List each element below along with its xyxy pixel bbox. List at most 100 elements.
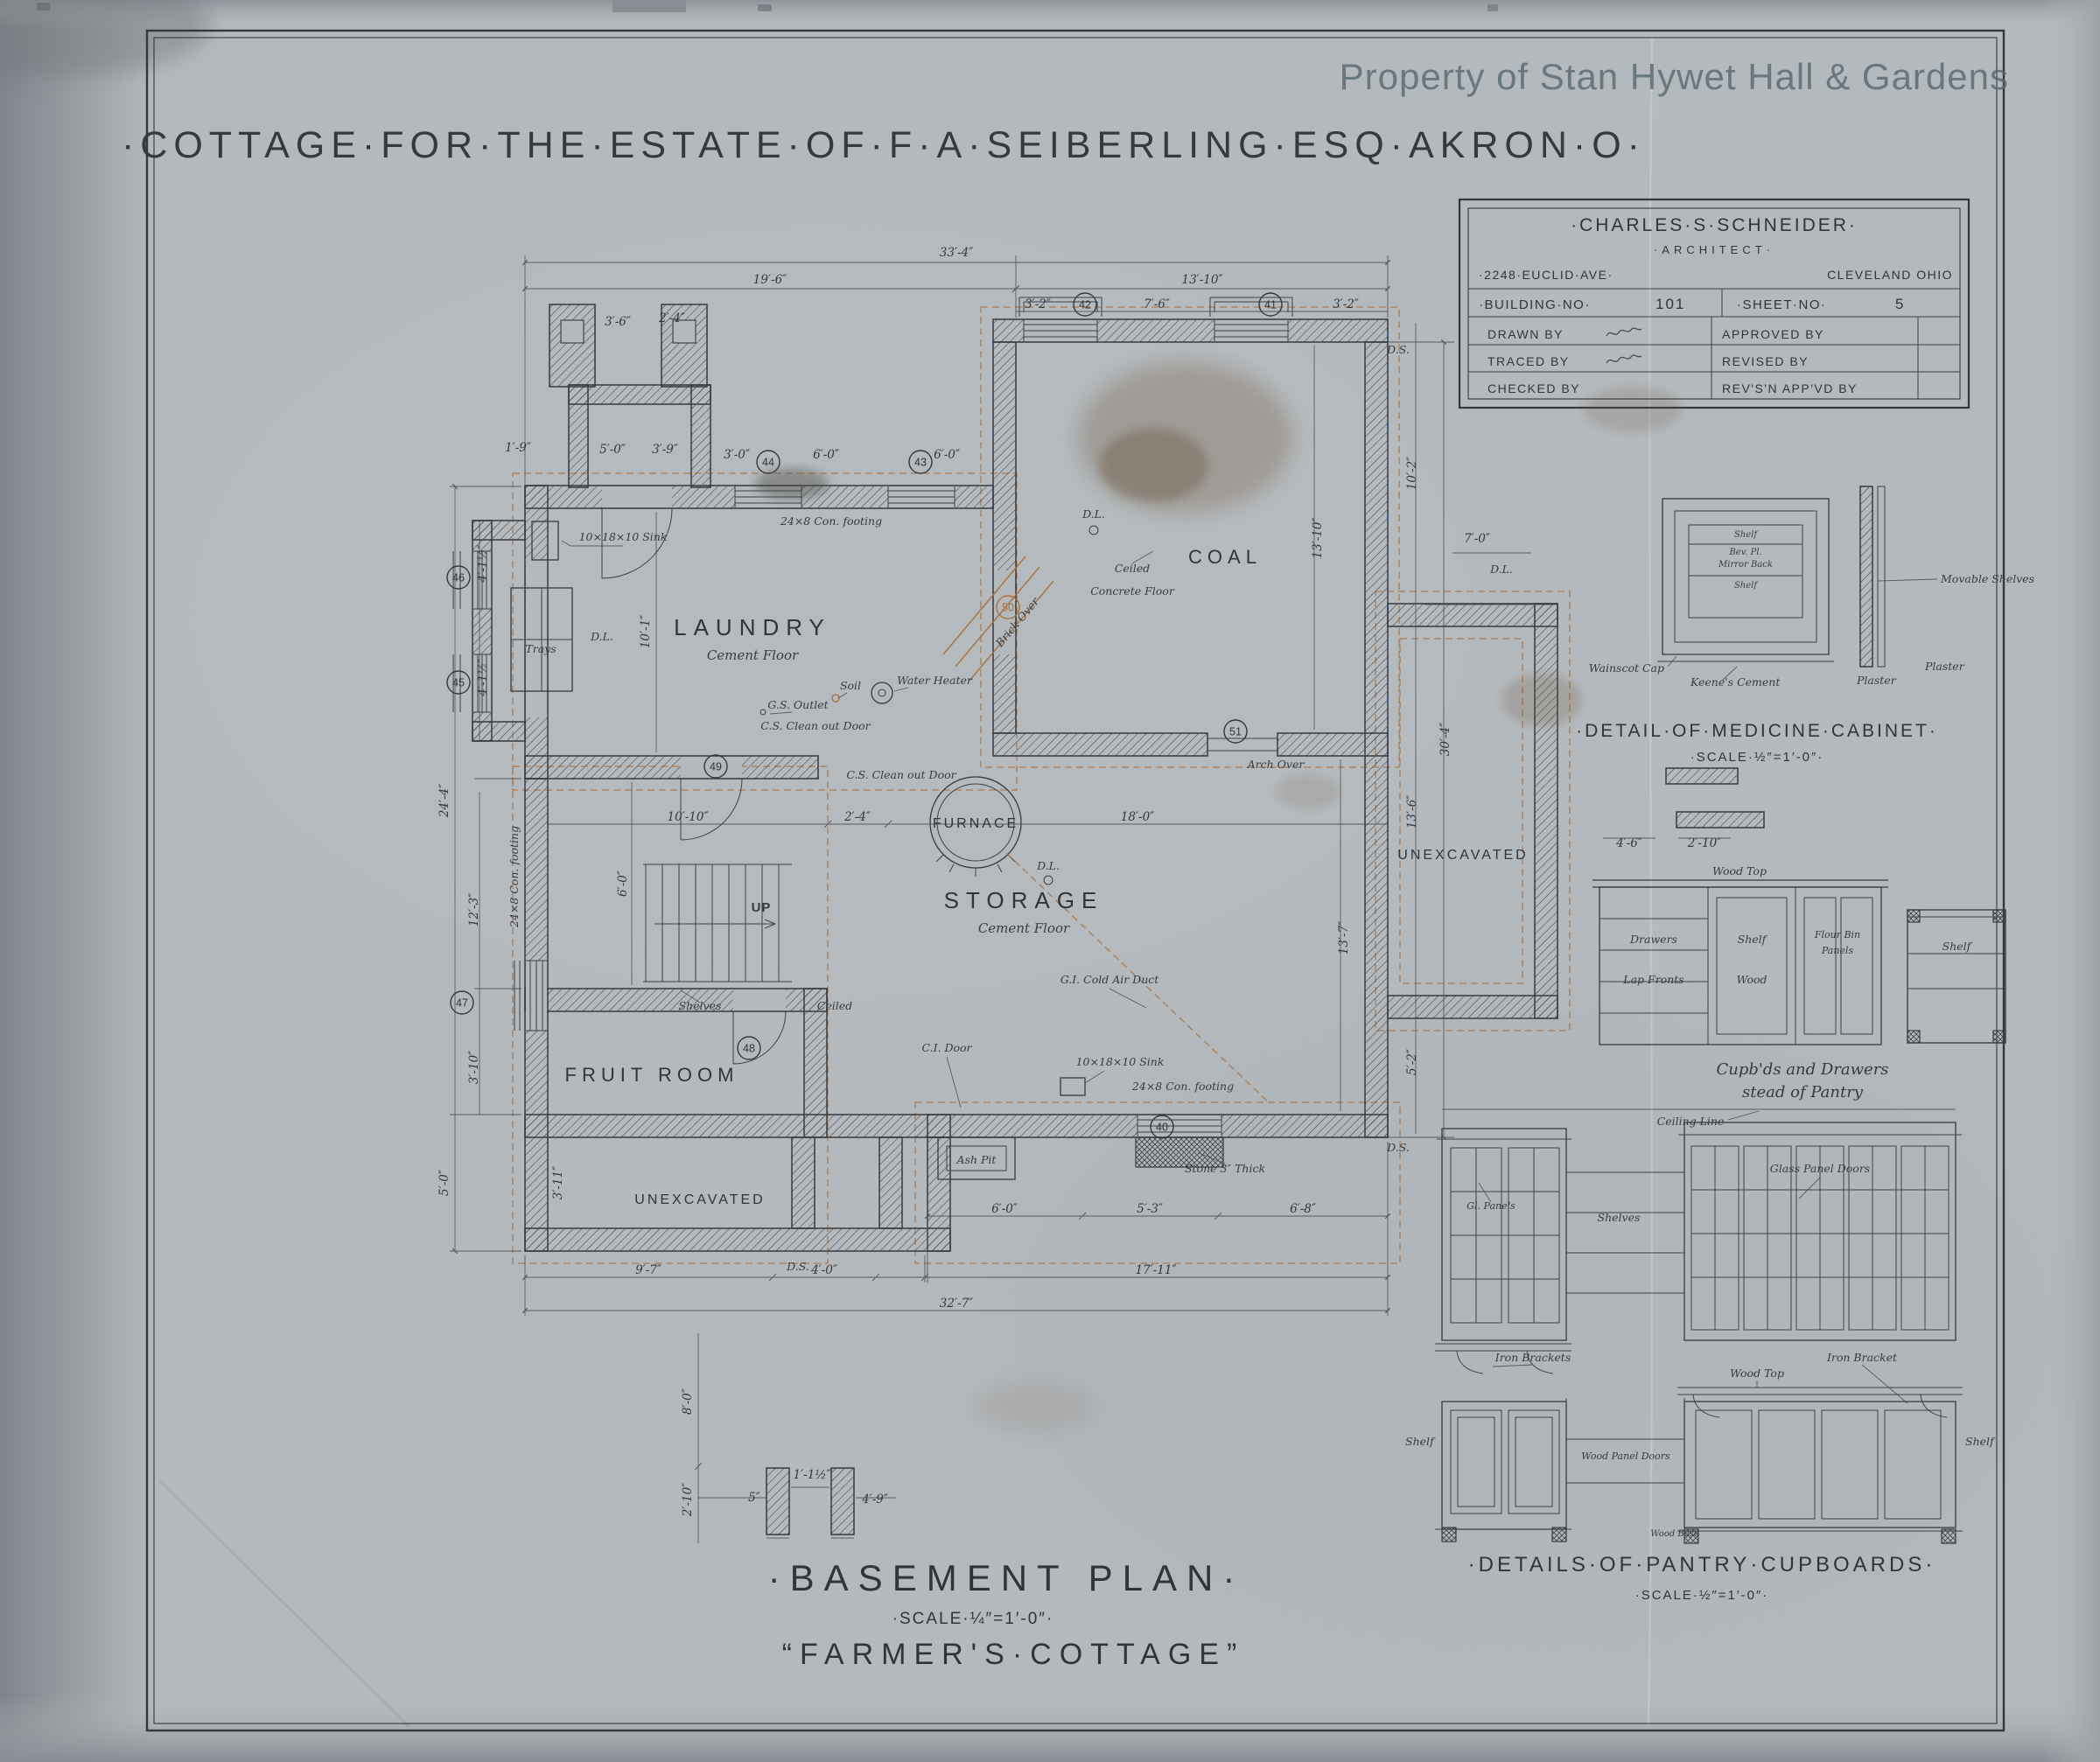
wall-section-bar xyxy=(1676,811,1765,829)
ann-label: Plaster xyxy=(1856,674,1897,687)
room-label-laundry: LAUNDRY xyxy=(674,614,831,640)
svg-text:48: 48 xyxy=(743,1043,755,1055)
ann-label: Ceiling Line xyxy=(1657,1115,1725,1128)
dimension-labels: 33′-4″19′-6″13′-10″3′-2″7′-6″3′-2″2′-4″3… xyxy=(438,246,1721,1517)
footing-lines xyxy=(512,306,1571,1264)
architect-name: ·CHARLES·S·SCHNEIDER· xyxy=(1571,215,1858,235)
ann-label: 24×8 Con. footing xyxy=(1131,1080,1234,1093)
pantry-title: ·DETAILS·OF·PANTRY·CUPBOARDS· xyxy=(1468,1553,1936,1577)
cupboards-detail: Cupb'ds and Drawers stead of Pantry xyxy=(1592,879,2006,1101)
drawn-by-label: DRAWN BY xyxy=(1488,327,1564,341)
opening-mark-49: 49 xyxy=(704,754,728,779)
sheet-border xyxy=(145,29,2006,1732)
medicine-cabinet-detail: ·DETAIL·OF·MEDICINE·CABINET· ·SCALE·½″=1… xyxy=(1576,486,1938,839)
dim-label: 13′-10″ xyxy=(1311,517,1325,558)
opening-mark-48: 48 xyxy=(737,1036,761,1060)
dim-label: 5′-2″ xyxy=(1405,1049,1419,1075)
ann-label: Shelves xyxy=(1598,1211,1641,1224)
dim-label: 2′-10″ xyxy=(681,1483,695,1517)
building-label: ·BUILDING·NO· xyxy=(1479,297,1591,312)
dim-label: 9′-7″ xyxy=(635,1263,662,1277)
traced-by-label: TRACED BY xyxy=(1488,354,1570,368)
ann-label: Lap Fronts xyxy=(1622,973,1684,986)
room-label-storage: STORAGE xyxy=(944,887,1104,913)
dim-label: 3′-2″ xyxy=(1025,297,1051,311)
ann-label: 10×18×10 Sink xyxy=(1076,1055,1165,1068)
stone-areaway xyxy=(1135,1136,1224,1168)
ann-label: Gl. Panels xyxy=(1466,1200,1516,1212)
opening-mark-50: 50 xyxy=(996,595,1020,619)
ann-label: Arch Over xyxy=(1247,758,1306,771)
ann-label: UP xyxy=(752,900,772,915)
room-label-unexcavated-south: UNEXCAVATED xyxy=(634,1192,765,1207)
room-sublabel-laundry: Cement Floor xyxy=(707,647,799,663)
dim-label: 13′-7″ xyxy=(1337,921,1351,954)
opening-mark-42: 42 xyxy=(1073,292,1097,317)
ann-label: Bev. Pl. xyxy=(1728,548,1761,557)
coal-chute xyxy=(942,556,1054,682)
dim-label: 6′-0″ xyxy=(991,1202,1018,1216)
pantry-lower-right-cabinet xyxy=(1677,1401,1963,1532)
dim-label: 6′-0″ xyxy=(616,871,630,897)
pantry-scale: ·SCALE·½″=1′-0″· xyxy=(1635,1588,1769,1603)
dim-label: 2′-4″ xyxy=(844,810,871,824)
ann-label: Ceiled xyxy=(1115,562,1150,575)
dim-label: 10′-10″ xyxy=(667,810,708,824)
pantry-side-unit xyxy=(1907,909,2006,1044)
ann-label: 10×18×10 Sink xyxy=(579,530,668,543)
ann-label: D.S. xyxy=(786,1260,809,1273)
dim-label: 1′-9″ xyxy=(505,441,531,455)
room-sublabel-storage: Cement Floor xyxy=(978,920,1070,936)
cold-air-duct xyxy=(1005,852,1271,1105)
ann-label: G.S. Outlet xyxy=(767,698,829,711)
dim-label: 12′-3″ xyxy=(467,893,481,926)
room-label-coal: COAL xyxy=(1188,546,1262,568)
svg-text:46: 46 xyxy=(452,572,465,584)
ash-pit xyxy=(937,1136,1016,1180)
svg-text:44: 44 xyxy=(762,457,774,469)
areaway xyxy=(1209,297,1293,317)
medicine-cabinet-title: ·DETAIL·OF·MEDICINE·CABINET· xyxy=(1576,721,1938,741)
opening-mark-45: 45 xyxy=(446,670,471,695)
dim-label: 4′-9″ xyxy=(861,1493,888,1507)
counters-and-brackets xyxy=(1435,1343,1963,1418)
approved-by-label: APPROVED BY xyxy=(1722,327,1824,341)
dim-label: 4′-6″ xyxy=(1615,836,1642,850)
svg-text:51: 51 xyxy=(1229,726,1242,738)
dim-label: 3′-9″ xyxy=(652,443,678,457)
title-block: ·CHARLES·S·SCHNEIDER· ·ARCHITECT· ·2248·… xyxy=(1458,198,1970,409)
dim-label: 10′-2″ xyxy=(1405,457,1419,490)
chimney-stack xyxy=(549,304,596,388)
revised-by-label: REVISED BY xyxy=(1722,354,1809,368)
opening-mark-47: 47 xyxy=(450,990,474,1015)
dimension-lines xyxy=(450,255,1558,1543)
dim-label: 10′-1″ xyxy=(639,615,653,648)
dim-label: 2′-4″ xyxy=(658,311,685,325)
dim-label: 4′-0″ xyxy=(810,1263,837,1277)
dim-label: 18′-0″ xyxy=(1121,810,1154,824)
areaway xyxy=(1018,297,1102,317)
dim-label: 19′-6″ xyxy=(753,273,787,287)
dim-label: 17′-11″ xyxy=(1135,1263,1176,1277)
ann-label: Drawers xyxy=(1629,933,1677,946)
dim-label: 5′-0″ xyxy=(599,443,626,457)
dim-label: 7′-6″ xyxy=(1144,297,1170,311)
dim-label: 5′-0″ xyxy=(438,1170,452,1196)
ann-label: Shelf xyxy=(1734,530,1759,540)
drain-symbol xyxy=(1088,525,1099,535)
dim-label: 3′-10″ xyxy=(467,1051,481,1084)
medicine-cabinet-scale: ·SCALE·½″=1′-0″· xyxy=(1690,750,1824,765)
dim-label: 33′-4″ xyxy=(940,246,973,260)
opening-mark-46: 46 xyxy=(446,565,471,590)
architect-city: CLEVELAND OHIO xyxy=(1827,268,1953,282)
svg-text:50: 50 xyxy=(1002,602,1014,614)
arch-lintel xyxy=(1208,738,1278,752)
opening-mark-43: 43 xyxy=(908,450,933,474)
plan-scale: ·SCALE·¼″=1′-0″· xyxy=(892,1610,1054,1628)
ann-label: Plaster xyxy=(1924,660,1965,673)
ann-label: Shelf xyxy=(1734,581,1759,591)
up-arrow xyxy=(654,919,776,929)
ann-label: Wood Panel Doors xyxy=(1581,1451,1670,1462)
